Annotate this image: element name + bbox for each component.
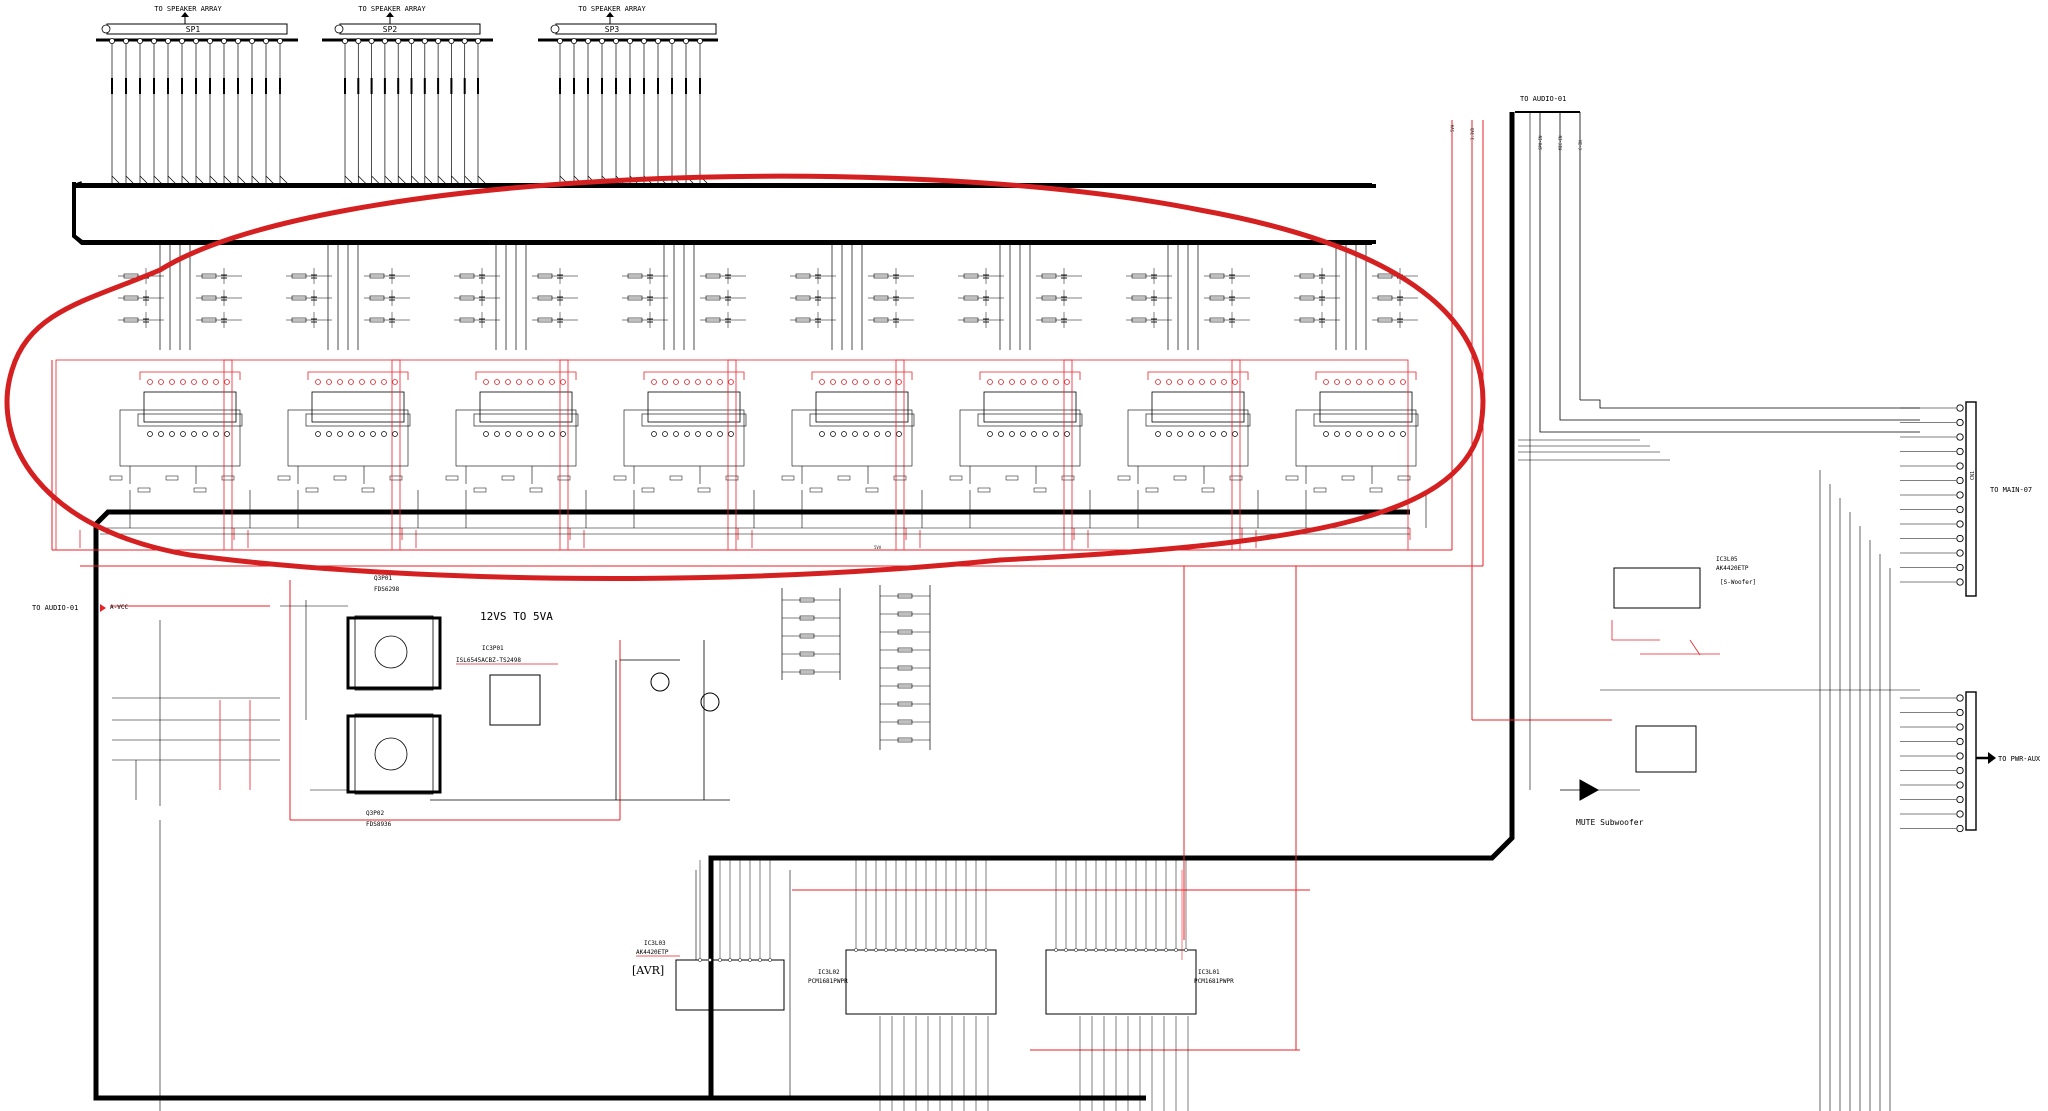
mosfet-part: FDS6298 <box>374 586 400 593</box>
connector-title: TO MAIN-07 <box>1990 486 2032 494</box>
mosfet-part: FDS8936 <box>366 821 392 828</box>
speaker-header-title: TO SPEAKER ARRAY <box>578 5 646 13</box>
amplifier-channel <box>1063 244 1259 551</box>
left-power-section: TO AUDIO-01 A-VCC 12VS TO 5VA Q3P01 FDS6… <box>32 575 730 828</box>
bottom-dac-section: IC3L03 AK4420ETP [AVR] IC3L02 PCM1681PWP… <box>159 820 1234 1111</box>
speaker-header-ref: SP2 <box>383 25 398 34</box>
amplifier-channel <box>223 244 419 551</box>
ic-part: AK4420ETP <box>636 949 669 956</box>
amplifier-channel <box>55 244 251 551</box>
bus-band-upper <box>72 183 1372 245</box>
ic-note: [S-Woofer] <box>1720 579 1756 586</box>
woofer-dac-section: IC3L05 AK4420ETP [S-Woofer] MUTE Subwoof… <box>1529 112 1920 827</box>
ic-part: AK4420ETP <box>1716 565 1749 572</box>
ic-note: [AVR] <box>632 964 664 977</box>
highlight-ellipse <box>4 173 1486 581</box>
speaker-header-sp3: TO SPEAKER ARRAY SP3 <box>538 5 718 42</box>
connector-title: TO PWR-AUX <box>1998 755 2041 763</box>
ic-ref: IC3P01 <box>482 645 504 652</box>
power-section-title: 12VS TO 5VA <box>480 610 553 623</box>
ic-part: ISL6545ACBZ-TS2498 <box>456 657 521 664</box>
rail-label: C-IN <box>1578 140 1583 150</box>
speaker-header-pins <box>109 38 709 185</box>
mosfet-ref: Q3P02 <box>366 810 384 817</box>
amplifier-channel-array <box>55 244 1427 551</box>
connector-to-main: CN1 TO MAIN-07 <box>1900 401 2032 597</box>
rail-label: 5VA <box>1450 124 1455 132</box>
to-audio-left-label: TO AUDIO-01 <box>32 604 78 612</box>
bus-outline <box>72 181 1376 244</box>
bus-label: 5VA <box>874 545 882 550</box>
amplifier-channel <box>895 244 1091 551</box>
bus-loop <box>93 112 1515 1101</box>
speaker-header-ref: SP1 <box>186 25 201 34</box>
rail-label: A-VCC <box>110 604 128 611</box>
ic-part: PCM1681PWPR <box>808 978 848 985</box>
speaker-header-sp2: TO SPEAKER ARRAY SP2 <box>322 5 493 42</box>
speaker-header-ref: SP3 <box>605 25 620 34</box>
mute-subwoofer-label: MUTE Subwoofer <box>1576 818 1644 827</box>
connector-to-pwr-aux: TO PWR-AUX <box>1900 691 2041 833</box>
amplifier-channel <box>391 244 587 551</box>
ic-ref: IC3L03 <box>644 940 666 947</box>
ic-ref: IC3L05 <box>1716 556 1738 563</box>
ic-ref: IC3L01 <box>1198 969 1220 976</box>
mosfet-ref: Q3P01 <box>374 575 392 582</box>
rail-label: 3.3VD <box>1470 127 1475 140</box>
speaker-header-title: TO SPEAKER ARRAY <box>358 5 426 13</box>
amplifier-channel <box>559 244 755 551</box>
right-harness <box>1819 470 1891 1111</box>
rail-label: SPK-IN <box>1538 135 1543 150</box>
speaker-header-title: TO SPEAKER ARRAY <box>154 5 222 13</box>
connector-ref: CN1 <box>1970 471 1976 480</box>
speaker-header-sp1: TO SPEAKER ARRAY SP1 <box>96 5 298 42</box>
resistor-ladder <box>781 585 931 750</box>
ic-part: PCM1681PWPR <box>1194 978 1234 985</box>
to-audio-label: TO AUDIO-01 <box>1520 95 1566 103</box>
ic-ref: IC3L02 <box>818 969 840 976</box>
rail-label: MIC-IN <box>1558 135 1563 150</box>
amplifier-channel <box>727 244 923 551</box>
dac-pins <box>698 860 1189 1111</box>
top-right-rails: TO AUDIO-01 SPK-IN MIC-IN C-IN 5VA 3.3VD <box>1450 95 1920 461</box>
